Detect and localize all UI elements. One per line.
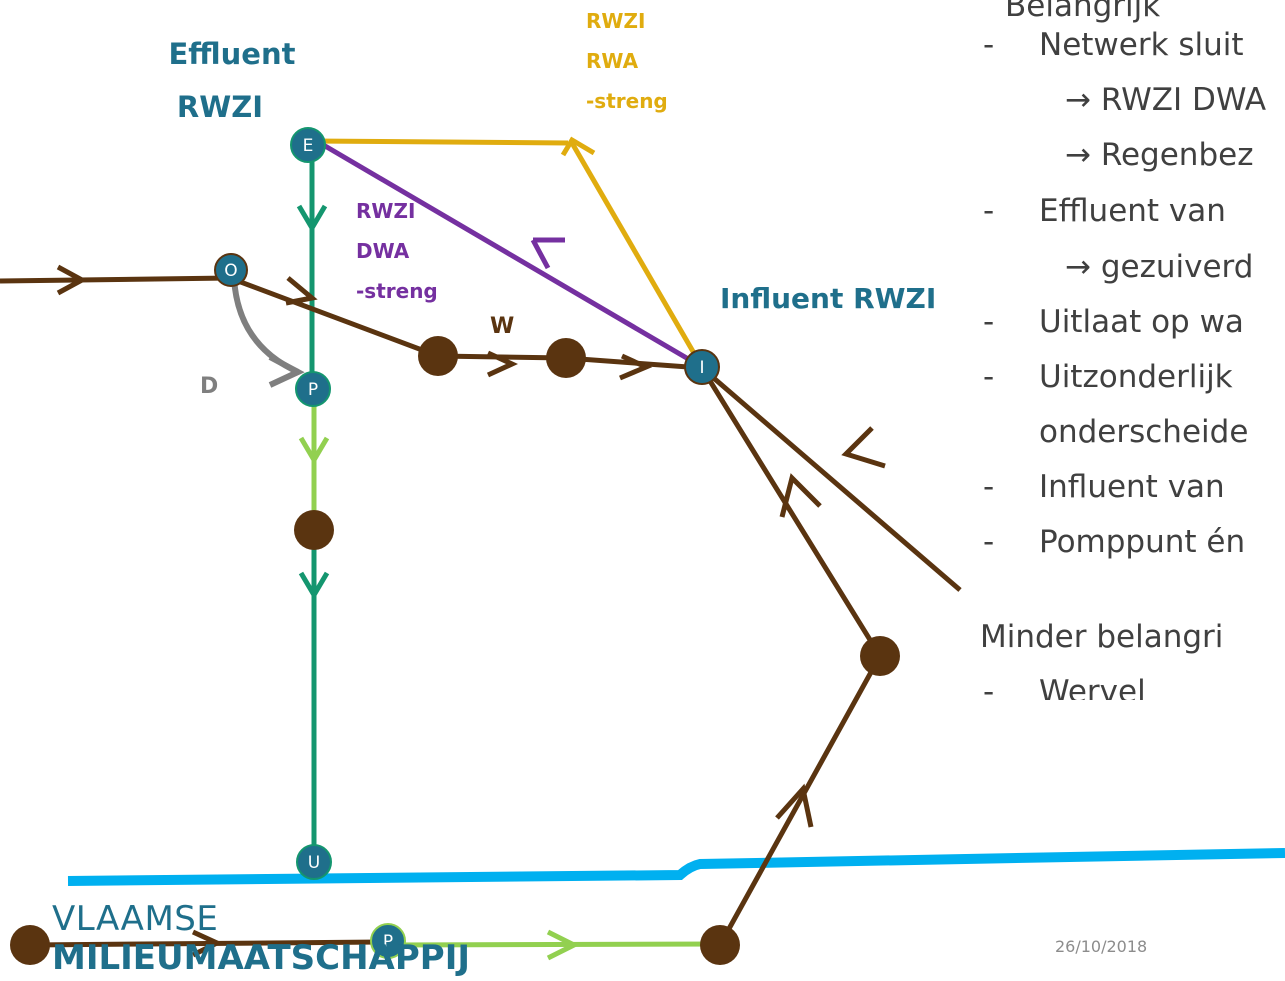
slide-date: 26/10/2018	[1055, 937, 1148, 956]
logo-line-2: MILIEUMAATSCHAPPIJ	[52, 938, 470, 978]
influent-right-arrow	[841, 426, 886, 469]
dwa-streng-line	[318, 140, 704, 370]
rwa-label-line3: -streng	[586, 89, 668, 113]
node-overstort-letter: O	[224, 261, 237, 281]
sewer-arrow-left	[56, 264, 88, 296]
node-influent-letter: I	[699, 358, 704, 378]
rwa-streng-diagonal	[569, 141, 705, 369]
influent-right-line	[700, 366, 962, 592]
w-label: W	[490, 314, 514, 339]
influent-label: Influent RWZI	[720, 282, 936, 315]
node-effluent[interactable]: E	[290, 127, 326, 163]
effluent-arrow-1	[296, 204, 328, 233]
effluent-node	[294, 510, 334, 550]
rwa-streng-line	[311, 138, 569, 146]
node-overstort[interactable]: O	[214, 253, 248, 287]
bullet-list: Belangrijk - Netwerk sluit → RWZI DWA → …	[980, 0, 1267, 700]
pump-upper-green-arrow	[298, 436, 330, 465]
influent-lower-arrow-1	[775, 783, 814, 828]
rwa-label-line1: RWZI	[586, 9, 645, 33]
bottom-brown-line	[29, 939, 386, 948]
logo-line-1: VLAAMSE	[52, 899, 219, 939]
sewer-main-line	[0, 275, 703, 371]
effluent-label-line1: Effluent	[168, 37, 295, 71]
node-pump-lower-letter: P	[383, 932, 393, 952]
node-pump-upper[interactable]: P	[295, 371, 331, 407]
bottom-green-line	[391, 941, 721, 948]
sewer-arrow-w	[486, 350, 519, 378]
dwa-arrowhead	[530, 237, 565, 270]
node-pump-lower[interactable]: P	[370, 923, 406, 959]
dwa-label-line1: RWZI	[356, 199, 415, 223]
diversion-arrowhead	[268, 354, 305, 388]
dwa-label-line3: -streng	[356, 279, 438, 303]
effluent-arrow-2	[298, 571, 330, 600]
node-outlet-letter: U	[308, 853, 320, 873]
influent-lower-arrow-2	[779, 473, 822, 518]
node-influent[interactable]: I	[684, 349, 720, 385]
node-pump-upper-letter: P	[308, 380, 318, 400]
rwa-arrowhead	[560, 136, 596, 157]
bottom-green-arrow	[546, 929, 580, 961]
d-label: D	[200, 374, 218, 399]
vmm-logo: VLAAMSE MILIEUMAATSCHAPPIJ	[52, 900, 470, 978]
effluent-label-line2: RWZI	[177, 90, 263, 124]
node-effluent-letter: E	[303, 136, 314, 156]
river-line	[67, 848, 1285, 886]
node-outlet[interactable]: U	[296, 844, 332, 880]
bottom-left-node	[10, 925, 50, 965]
sewer-arrow-i	[619, 353, 653, 381]
sewer-arrow-mid	[285, 276, 318, 306]
bottom-right-node	[700, 925, 740, 965]
sewer-node-w2	[546, 338, 586, 378]
influent-lower-node	[860, 636, 900, 676]
bottom-brown-arrow	[191, 929, 223, 958]
dwa-label-line2: DWA	[356, 239, 410, 263]
sewer-node-w1	[418, 336, 458, 376]
rwa-label-line2: RWA	[586, 49, 639, 73]
